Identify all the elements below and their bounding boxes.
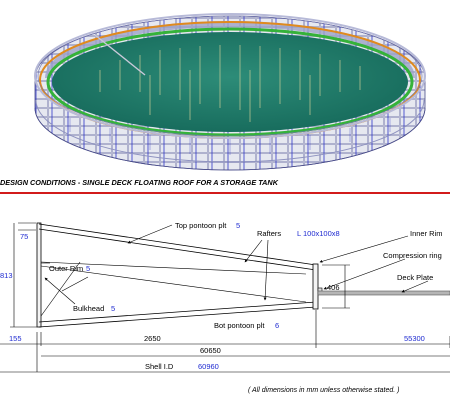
dimension-60960: 60960 bbox=[198, 362, 219, 371]
top-pontoon-plt-label: Top pontoon plt bbox=[175, 221, 227, 230]
bulkhead-member bbox=[40, 261, 81, 317]
floating-roof-tank-3d-model bbox=[34, 13, 426, 171]
outer-rim-value: 5 bbox=[86, 264, 90, 273]
shell-top-rim bbox=[34, 13, 426, 139]
pontoon-cross-section-drawing: Top pontoon plt 5 Rafters L 100x100x8 In… bbox=[0, 221, 450, 394]
deck-plate-label: Deck Plate bbox=[397, 273, 433, 282]
shell-id-label: Shell I.D bbox=[145, 362, 174, 371]
dimension-813: 813 bbox=[0, 271, 13, 280]
inner-rim bbox=[312, 263, 319, 310]
bulkhead-label: Bulkhead bbox=[73, 304, 104, 313]
dimension-75: 75 bbox=[20, 232, 28, 241]
deck-plate bbox=[317, 290, 450, 296]
pontoon-section bbox=[36, 222, 450, 328]
dimension-406: 406 bbox=[327, 283, 340, 292]
dimensions-note: ( All dimensions in mm unless otherwise … bbox=[248, 387, 399, 394]
heading-divider-rule bbox=[0, 192, 450, 194]
dimension-155: 155 bbox=[9, 334, 22, 343]
inner-rim-label: Inner Rim bbox=[410, 229, 443, 238]
bulkhead-value: 5 bbox=[111, 304, 115, 313]
top-pontoon-plt-value: 5 bbox=[236, 221, 240, 230]
dimension-2650: 2650 bbox=[144, 334, 161, 343]
bot-pontoon-plt-label: Bot pontoon plt bbox=[214, 321, 265, 330]
outer-rim bbox=[36, 222, 42, 328]
bot-pontoon-plt-value: 6 bbox=[275, 321, 279, 330]
rafters-label: Rafters bbox=[257, 229, 281, 238]
rafter-member bbox=[40, 261, 307, 275]
floating-roof-deck bbox=[52, 32, 408, 132]
dimension-55300: 55300 bbox=[404, 334, 425, 343]
design-conditions-heading: DESIGN CONDITIONS - SINGLE DECK FLOATING… bbox=[0, 178, 278, 187]
rafters-value: L 100x100x8 bbox=[297, 229, 340, 238]
outer-rim-label: Outer Rim bbox=[49, 264, 83, 273]
deck-rim-ring bbox=[46, 27, 414, 137]
rolling-ladder bbox=[94, 34, 146, 76]
compression-ring-label: Compression ring bbox=[383, 251, 442, 260]
dimension-60650: 60650 bbox=[200, 346, 221, 355]
